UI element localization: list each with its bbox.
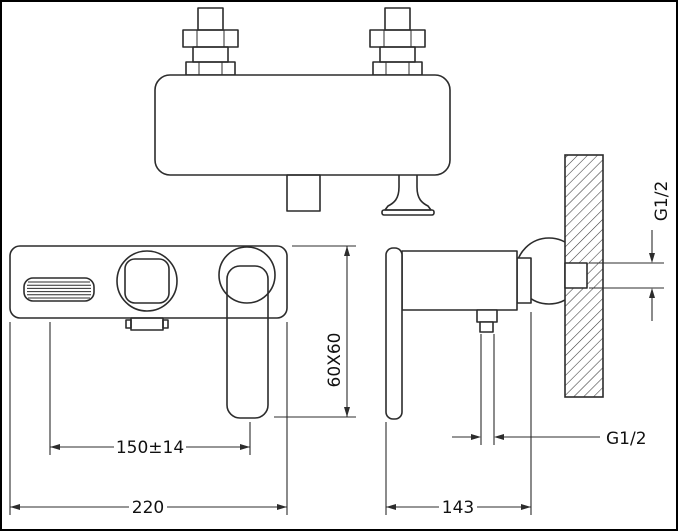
dim-label-outlet-thread: G1/2 [606, 429, 647, 449]
dim-label-handle-section: 60X60 [325, 333, 345, 388]
dim-handle-section: 60X60 [274, 245, 356, 418]
side-view-neck [516, 257, 532, 304]
dim-wall-thread: G1/2 [589, 181, 672, 321]
mounting-bolt-left [182, 7, 239, 76]
side-view-body [401, 250, 518, 311]
front-view-spout-grille [23, 277, 95, 302]
dim-label-overall-width: 220 [132, 498, 164, 518]
top-view-handle-base [381, 175, 435, 216]
dim-overall-width: 220 [9, 322, 288, 518]
side-view [385, 154, 604, 420]
dim-outlet-thread: G1/2 [452, 334, 647, 449]
wall-connector [564, 262, 588, 289]
mounting-bolt-right [369, 7, 426, 76]
dim-center-distance: 150±14 [49, 322, 251, 458]
front-view-handle [218, 246, 276, 419]
dim-label-center-distance: 150±14 [116, 438, 184, 458]
top-view-body [154, 74, 451, 176]
dim-label-depth: 143 [442, 498, 474, 518]
dim-label-wall-thread: G1/2 [652, 181, 672, 222]
top-view [154, 7, 451, 216]
dim-depth: 143 [385, 312, 532, 518]
front-view-bottom-outlet [125, 317, 169, 331]
front-view [9, 245, 288, 419]
side-view-outlet [476, 309, 498, 333]
top-view-outlet [286, 174, 321, 212]
front-view-diverter-knob [116, 250, 178, 312]
side-view-handle [385, 247, 403, 420]
